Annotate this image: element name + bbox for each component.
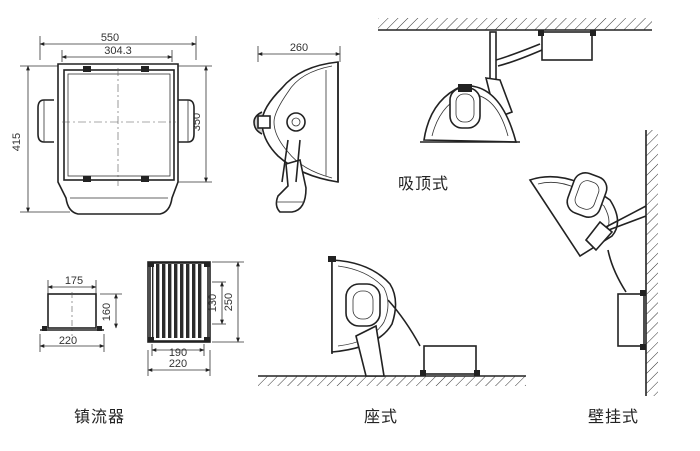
dim-side-depth: 260: [290, 42, 308, 54]
floor-mount-view: [258, 256, 526, 386]
front-view: 550 304.3 415 350: [11, 32, 212, 215]
ballast-front-view: 175 160 220: [39, 275, 122, 352]
dim-front-height: 415: [11, 133, 23, 151]
caption-floor-mount: 座式: [364, 407, 398, 426]
dim-ballast-top-outer-height: 250: [223, 293, 235, 311]
side-view: 260: [253, 42, 341, 213]
dim-front-inner-width: 304.3: [104, 45, 132, 57]
dim-ballast-top-width: 220: [169, 358, 187, 370]
dim-ballast-front-height: 160: [101, 303, 113, 321]
dim-ballast-front-base: 220: [59, 335, 77, 347]
dim-front-width: 550: [101, 32, 119, 44]
ballast-top-view: 250 130 190 220: [147, 261, 244, 376]
dim-ballast-front-width: 175: [65, 275, 83, 287]
caption-ceiling-mount: 吸顶式: [398, 174, 449, 193]
dim-ballast-top-inner-width: 190: [169, 347, 187, 359]
dim-ballast-top-inner-height: 130: [207, 294, 219, 312]
caption-wall-mount: 壁挂式: [588, 407, 639, 426]
ceiling-mount-view: [378, 18, 652, 143]
wall-mount-view: [528, 130, 658, 396]
caption-ballast: 镇流器: [74, 407, 125, 426]
